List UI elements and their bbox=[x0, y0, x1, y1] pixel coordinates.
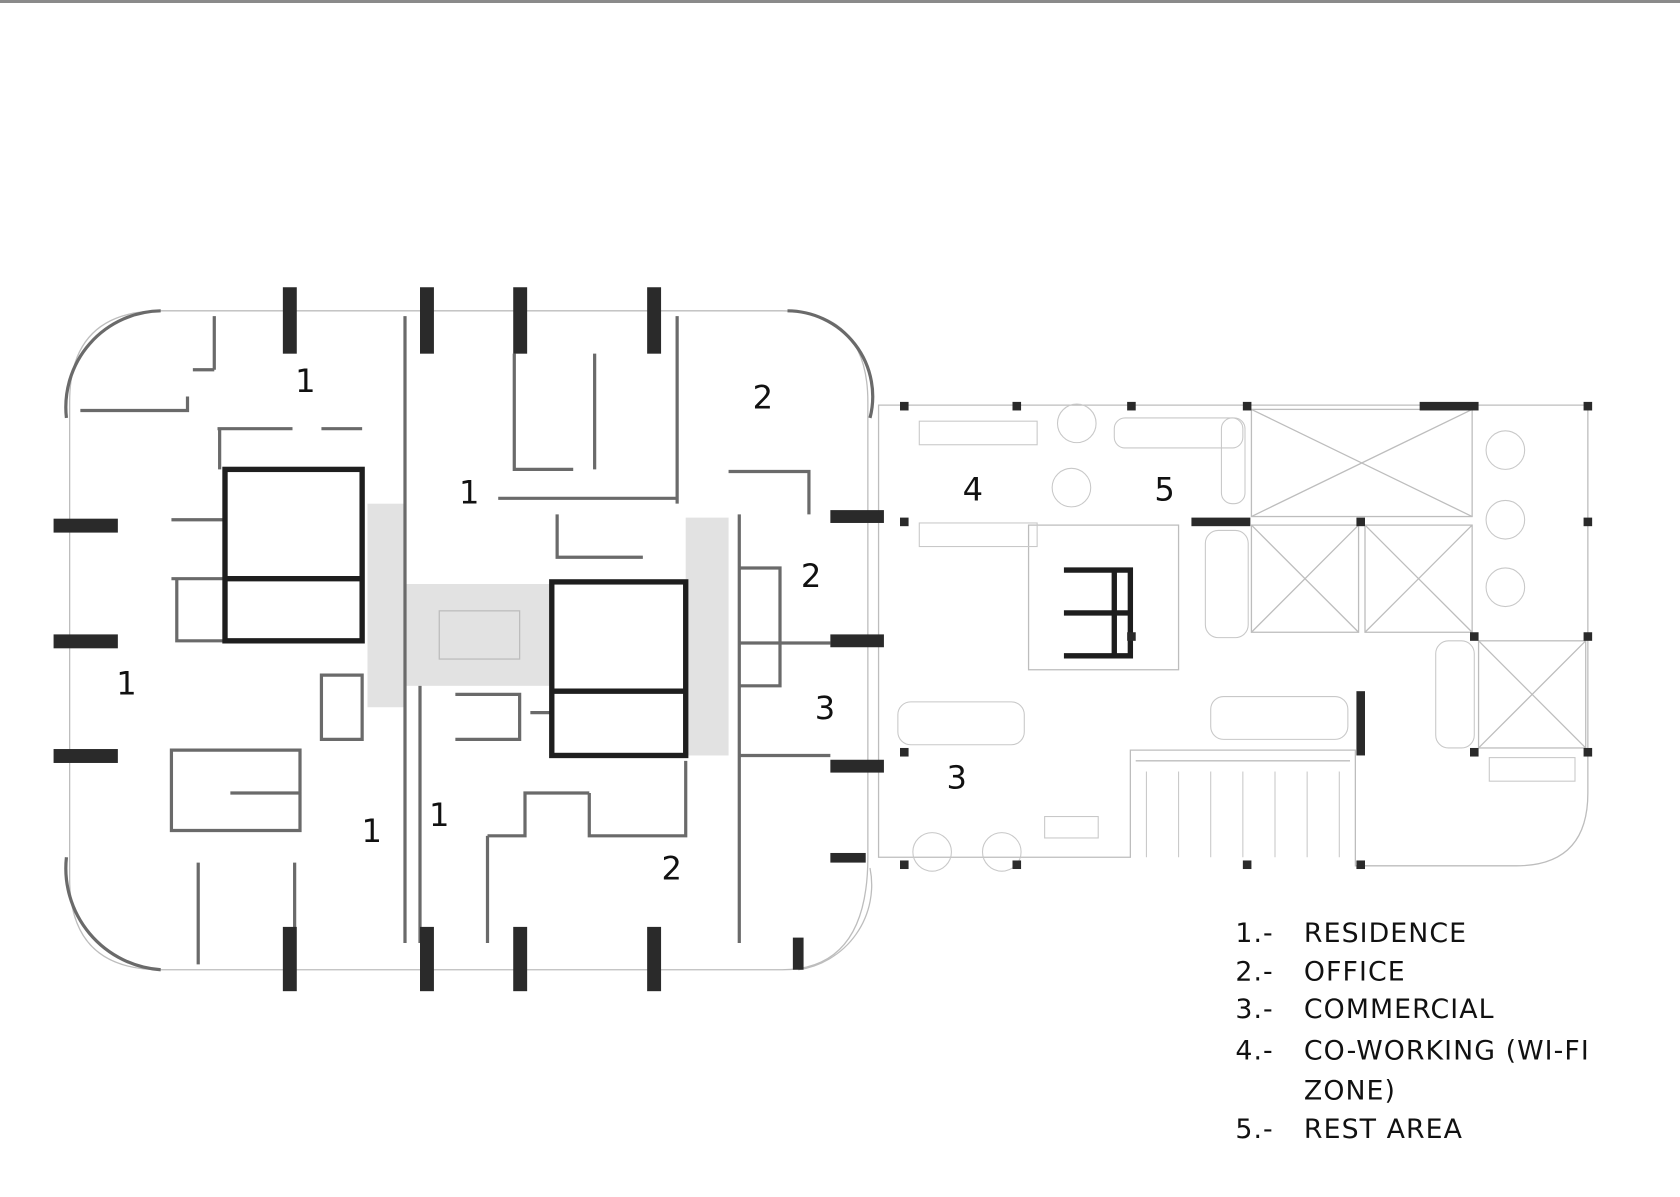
legend-number: 5.- bbox=[1235, 1114, 1273, 1145]
room-label-office: 2 bbox=[662, 850, 682, 888]
legend-label: RESIDENCE bbox=[1304, 918, 1467, 949]
columns bbox=[53, 287, 1593, 992]
legend-label: OFFICE bbox=[1304, 956, 1406, 987]
legend-number: 2.- bbox=[1235, 956, 1273, 987]
top-border bbox=[0, 0, 1680, 3]
legend-label: ZONE) bbox=[1304, 1075, 1396, 1106]
room-labels: 1 1 1 1 1 2 2 2 3 3 4 5 bbox=[116, 362, 1175, 888]
legend-label: CO-WORKING (WI-FI bbox=[1304, 1036, 1590, 1067]
room-label-commercial: 3 bbox=[947, 759, 967, 797]
legend-label: COMMERCIAL bbox=[1304, 994, 1495, 1025]
tower-outline bbox=[64, 309, 875, 972]
room-label-rest-area: 5 bbox=[1154, 470, 1174, 508]
room-label-residence: 1 bbox=[362, 812, 382, 850]
room-label-residence: 1 bbox=[429, 796, 449, 834]
legend-number: 1.- bbox=[1235, 918, 1273, 949]
legend-number: 3.- bbox=[1235, 994, 1273, 1025]
annex-outline bbox=[877, 403, 1589, 872]
legend-label: REST AREA bbox=[1304, 1114, 1463, 1145]
room-label-residence: 1 bbox=[459, 474, 479, 512]
legend-number: 4.- bbox=[1235, 1036, 1273, 1067]
stair-lines bbox=[1145, 771, 1340, 858]
legend: 1.- RESIDENCE 2.- OFFICE 3.- COMMERCIAL … bbox=[1235, 918, 1590, 1145]
room-label-coworking: 4 bbox=[963, 470, 983, 508]
corridor bbox=[367, 503, 729, 756]
room-label-office: 2 bbox=[753, 378, 773, 416]
room-label-residence: 1 bbox=[116, 664, 136, 702]
room-label-residence: 1 bbox=[295, 362, 315, 400]
room-label-office: 2 bbox=[801, 557, 821, 595]
core-walls bbox=[222, 466, 689, 759]
room-label-commercial: 3 bbox=[815, 689, 835, 727]
interior-walls bbox=[80, 316, 831, 965]
